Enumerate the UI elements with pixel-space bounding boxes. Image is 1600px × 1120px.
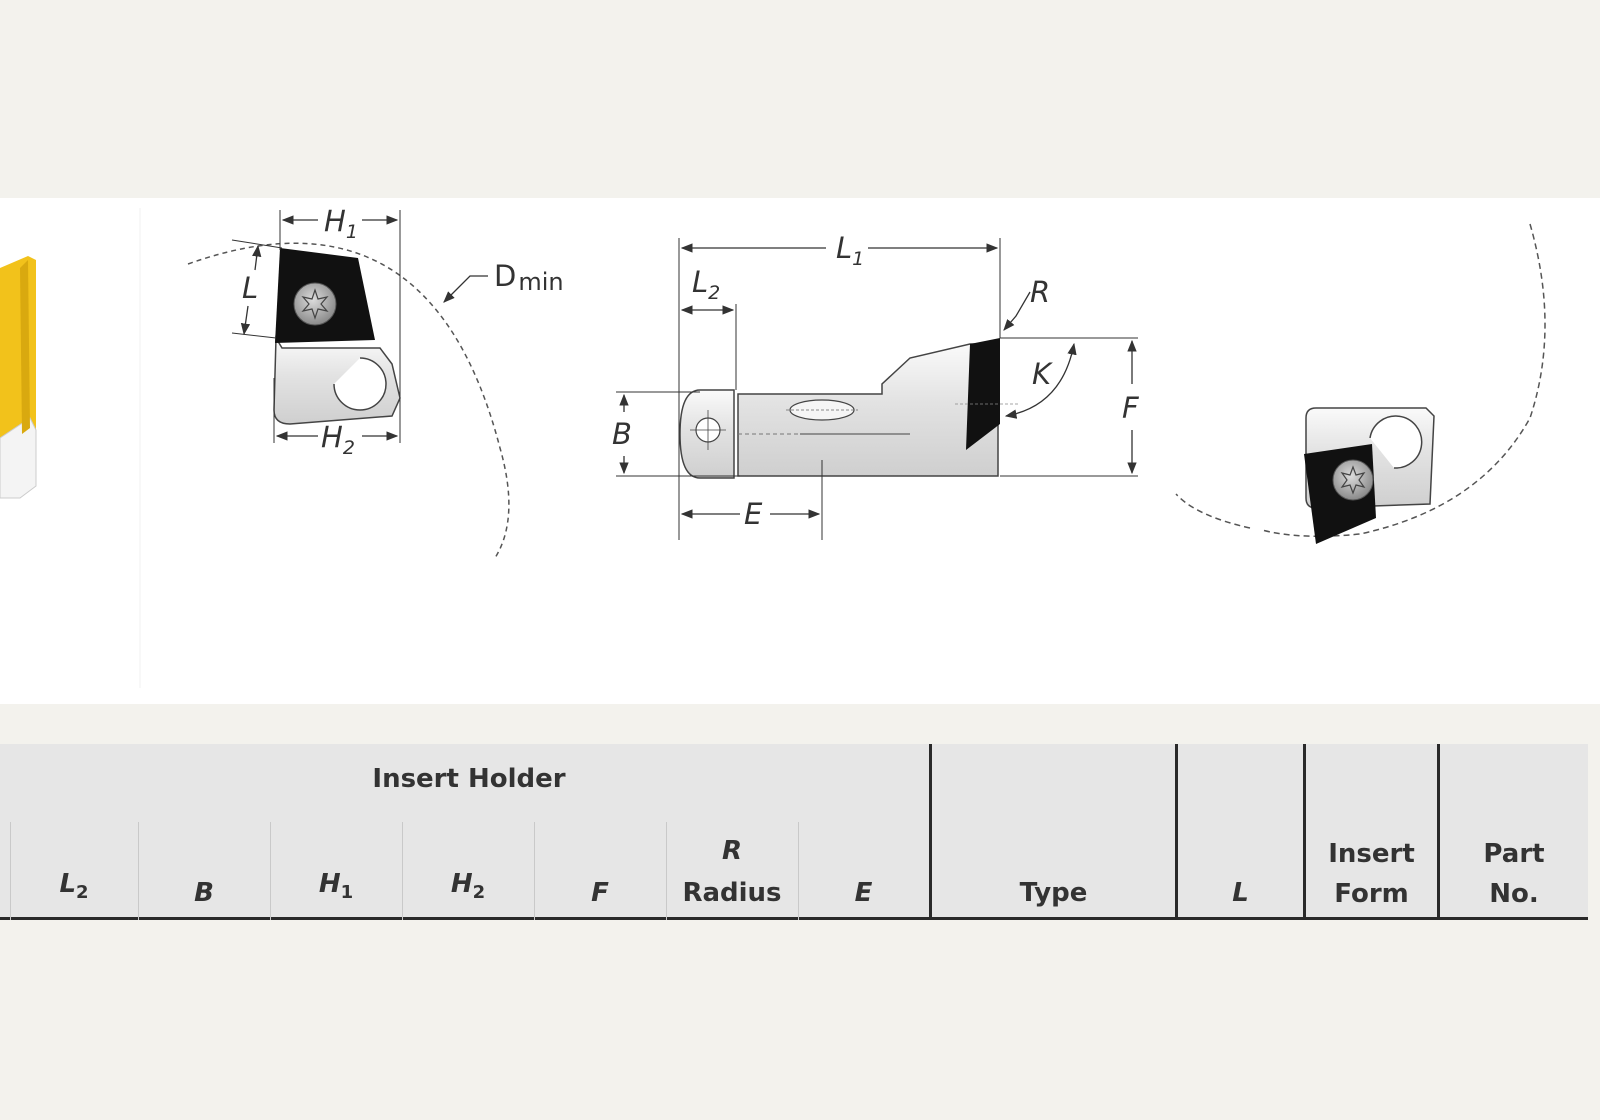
column-header-l2: L2 [59,869,89,903]
label-h2: H2 [321,420,355,459]
column-header-part-no: Part No. [1483,839,1545,909]
holder-side-view: L1 L2 R K F B E [612,231,1140,540]
label-r: R [1030,275,1050,309]
label-l2: L2 [692,265,720,304]
label-e: E [744,497,763,531]
dmin-arc [187,242,510,559]
label-k: K [1032,357,1053,391]
spec-table-header: Insert Holder L2 B H1 H2 F R Radius E Ty… [0,744,1588,920]
technical-drawing: H1 L Dmin H2 [0,204,1546,688]
column-header-h1: H1 [318,869,354,903]
label-f: F [1122,391,1140,425]
column-header-l: L [1232,878,1249,908]
column-header-r-radius: R Radius [682,836,782,908]
technical-drawing-panel: H1 L Dmin H2 [0,198,1600,704]
label-h1: H1 [324,204,358,243]
insert-bore-view [1175,223,1546,544]
right-screw-icon [1332,459,1374,501]
bore-arc [1261,223,1546,537]
label-dmin: Dmin [494,259,564,296]
group-title-insert-holder: Insert Holder [372,764,566,794]
right-torx-icon [1340,465,1366,495]
screw-icon [293,282,337,326]
column-header-type: Type [1019,878,1088,908]
column-header-e: E [854,878,873,908]
right-clearance-hole [1369,415,1423,469]
column-header-h2: H2 [450,869,486,903]
label-l1: L1 [836,231,864,270]
column-header-insert-form: Insert Form [1328,839,1415,909]
holder-shank [737,343,999,477]
column-header-b: B [194,878,214,908]
torx-icon [301,288,329,320]
insert-top-view: H1 L Dmin H2 [187,204,564,559]
clearance-hole [333,357,387,411]
tool-shank-fragment [0,417,37,499]
column-header-f: F [591,878,609,908]
label-b: B [612,417,632,451]
label-l: L [242,271,258,305]
product-photo-fragment [0,256,37,499]
cutting-insert [966,338,1000,450]
